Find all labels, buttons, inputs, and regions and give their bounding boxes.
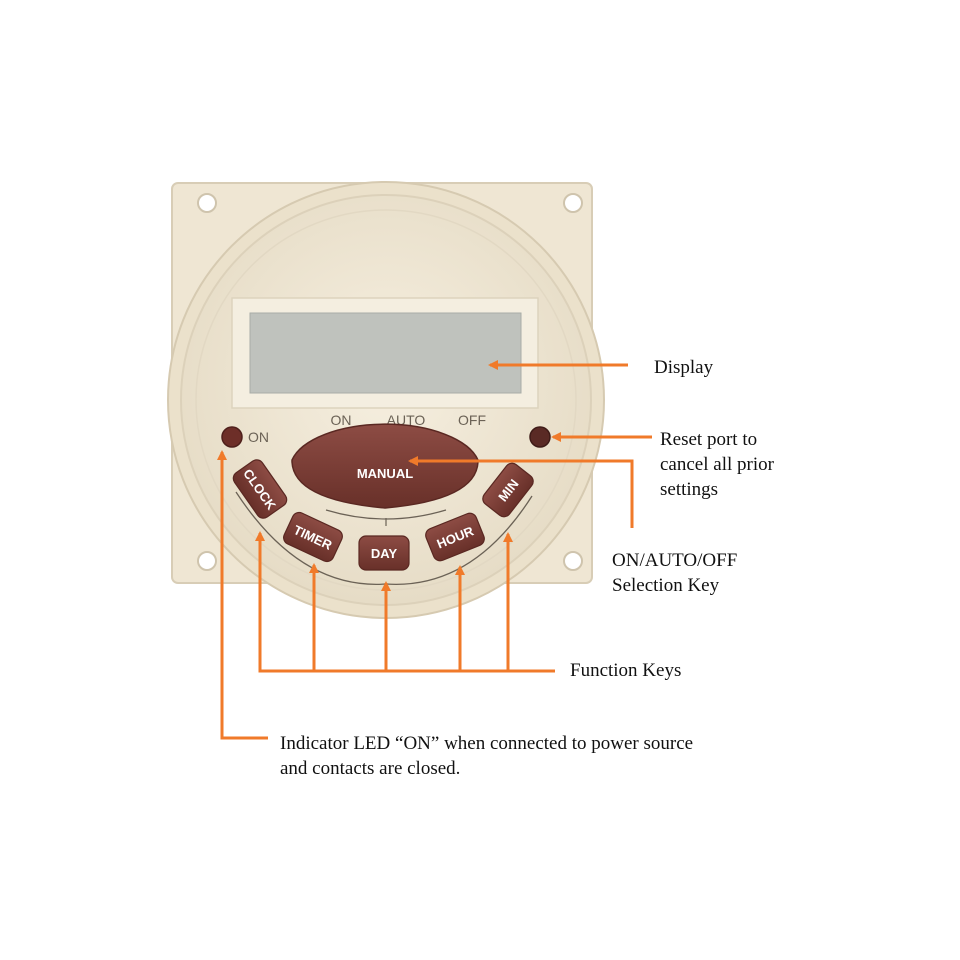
callout-reset-line-2: cancel all prior (660, 454, 774, 475)
mounting-hole-bottom-right (563, 551, 583, 571)
callout-reset: Reset port to cancel all prior settings (660, 427, 774, 502)
indicator-led (221, 426, 243, 448)
mode-label-off: OFF (458, 412, 486, 428)
day-key[interactable]: DAY (358, 535, 410, 571)
mounting-hole-top-right (563, 193, 583, 213)
callout-indicator-line-2: and contacts are closed. (280, 758, 461, 779)
callout-indicator-line-1: Indicator LED “ON” when connected to pow… (280, 733, 694, 754)
led-label: ON (248, 429, 269, 445)
callout-selection: ON/AUTO/OFF Selection Key (612, 548, 737, 598)
manual-key[interactable] (291, 423, 479, 509)
callout-selection-line-1: ON/AUTO/OFF (612, 550, 738, 571)
min-key[interactable]: MIN (480, 460, 536, 519)
selection-arrow (408, 456, 634, 528)
callout-indicator: Indicator LED “ON” when connected to pow… (280, 731, 693, 781)
callout-reset-line-1: Reset port to (660, 429, 758, 450)
day-key-label: DAY (371, 546, 398, 561)
timer-key[interactable]: TIMER (281, 510, 344, 564)
callout-reset-line-3: settings (660, 479, 719, 500)
mode-label-on: ON (331, 412, 352, 428)
callout-arrows (217, 360, 652, 740)
mounting-hole-bottom-left (197, 551, 217, 571)
mounting-hole-top-left (197, 193, 217, 213)
callout-function-keys: Function Keys (570, 660, 682, 681)
function-arrow-clock (255, 531, 555, 673)
callout-selection-line-2: Selection Key (612, 575, 720, 596)
hour-key[interactable]: HOUR (424, 511, 487, 563)
manual-key-label: MANUAL (357, 466, 413, 481)
reset-port[interactable] (529, 426, 551, 448)
lcd-display (249, 312, 522, 394)
indicator-arrow (217, 450, 268, 740)
callout-display: Display (654, 357, 714, 378)
